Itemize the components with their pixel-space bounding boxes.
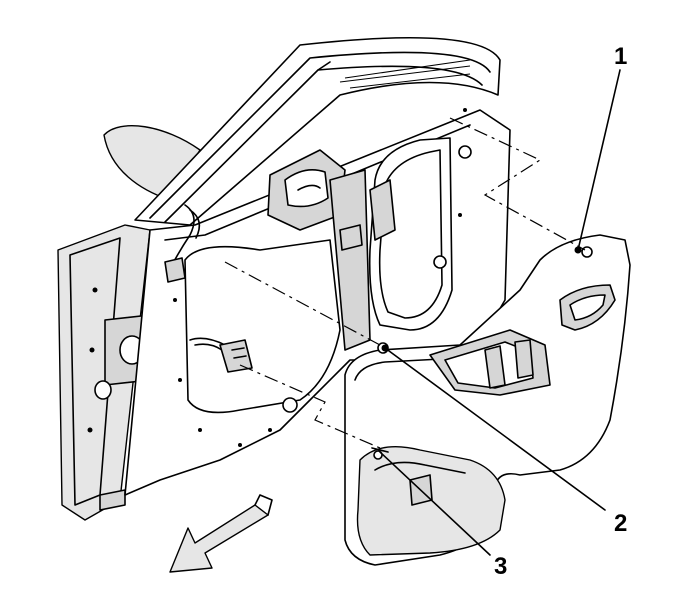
- regulator-rail: [329, 169, 396, 351]
- door-front-edge: [57, 224, 151, 521]
- leader-lines: [379, 69, 621, 556]
- callout-label-2: 2: [614, 510, 628, 537]
- leader-1: [577, 69, 621, 251]
- alignment-lines: [224, 117, 586, 449]
- wiring-harness: [164, 204, 253, 373]
- fastener-3: [371, 447, 389, 453]
- leader-3: [379, 451, 491, 556]
- door-inner-panel: [124, 108, 511, 496]
- callout-label-1: 1: [614, 43, 628, 70]
- leader-2: [384, 347, 606, 511]
- inside-handle-bracket: [267, 149, 346, 231]
- direction-arrow-icon: [169, 494, 273, 573]
- callout-label-3: 3: [494, 553, 508, 580]
- door-frame: [134, 36, 501, 226]
